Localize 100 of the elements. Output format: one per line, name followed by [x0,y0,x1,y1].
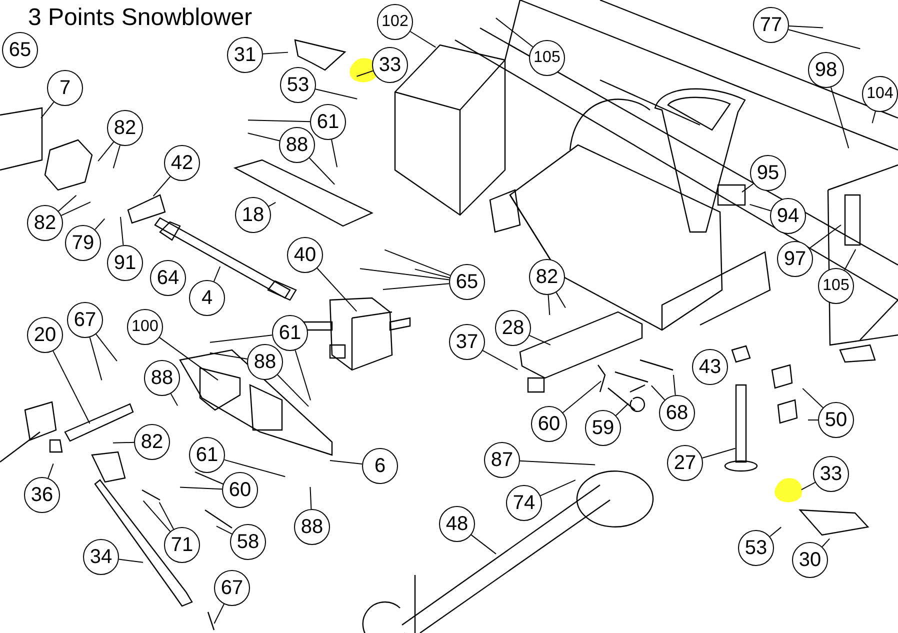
leader-line [98,141,114,162]
leader-line [562,380,602,414]
leader-line [410,31,436,48]
callout-number: 88 [247,344,283,380]
callout-number: 7 [47,70,83,106]
leader-line [294,350,312,401]
leader-line [52,350,90,424]
leader-line [224,459,286,478]
leader-line [315,88,358,100]
callout-number: 53 [280,67,316,103]
leader-line [60,202,91,216]
callout-number: 4 [189,280,225,316]
leader-line [788,29,861,50]
leader-line [40,102,54,119]
leader-line [48,463,54,479]
leader-line [742,183,754,193]
callout-number: 100 [127,309,163,345]
leader-line [152,176,171,197]
callout-number: 58 [230,524,266,560]
callout-number: 68 [659,395,695,431]
callout-number: 91 [107,245,143,281]
callout-number: 40 [287,237,323,273]
leader-line [808,224,842,249]
leader-line [528,334,551,346]
leader-line [118,558,144,563]
leader-line [556,292,566,308]
callout-number: 61 [310,104,346,140]
leader-line [170,393,178,406]
callout-number: 65 [449,264,485,300]
callout-number: 74 [506,485,542,521]
leader-line [800,482,816,490]
callout-number: 77 [753,7,789,43]
leader-line [310,486,312,510]
leader-line [89,336,102,381]
leader-line [356,70,374,77]
callout-number: 48 [439,506,475,542]
callout-number: 82 [529,259,565,295]
callout-number: 59 [585,410,621,446]
callout-number: 61 [272,315,308,351]
leader-line [329,460,363,465]
leader-line [548,294,550,316]
leader-line [262,52,288,54]
leader-line [209,352,248,360]
callout-number: 42 [164,145,200,181]
callout-number: 88 [144,360,180,396]
callout-number: 43 [692,349,728,385]
leader-line [540,480,576,496]
callout-number: 50 [818,402,854,438]
callout-number: 82 [107,110,143,146]
callout-number: 61 [189,437,225,473]
diagram-title: 3 Points Snowblower [28,4,252,32]
callout-number: 82 [27,205,63,241]
leader-line [214,604,224,624]
leader-line [120,216,124,246]
leader-line [844,248,856,271]
callout-number: 95 [750,155,786,191]
leader-line [672,374,676,396]
leader-line [247,132,280,142]
callout-number: 33 [813,456,849,492]
leader-line [316,268,358,312]
leader-line [382,283,450,290]
leader-line [308,158,336,185]
callout-number: 94 [770,198,806,234]
leader-line [112,442,134,444]
leader-line [470,534,497,554]
callout-number: 88 [279,127,315,163]
callout-number: 18 [235,197,271,233]
callout-number: 105 [529,40,565,76]
callout-number: 104 [862,76,898,112]
callout-number: 64 [150,260,186,296]
leader-line [158,502,174,530]
leader-line [519,460,596,466]
leader-line [277,374,309,407]
leader-line [268,202,276,207]
callout-number: 79 [65,225,101,261]
leader-line [749,204,772,212]
leader-line [769,526,782,538]
callout-number: 105 [818,268,854,304]
callout-number: 28 [495,310,531,346]
leader-line [650,385,666,400]
leader-line [414,268,450,278]
leader-line [482,350,518,370]
callout-number: 20 [27,317,63,353]
leader-line [822,538,830,548]
callout-number: 6 [362,448,398,484]
callout-number: 60 [222,472,258,508]
leader-line [331,139,338,168]
callout-number: 87 [484,442,520,478]
callout-number: 97 [777,241,813,277]
callout-number: 102 [377,4,413,40]
callout-number: 30 [792,542,828,578]
callout-number: 82 [134,424,170,460]
callout-number: 98 [808,52,844,88]
leader-line [94,218,106,230]
callout-number: 31 [227,37,263,73]
leader-line [830,86,850,149]
callout-number: 34 [83,539,119,575]
callout-number: 36 [24,477,60,513]
leader-line [359,268,450,280]
leader-line [384,249,451,276]
